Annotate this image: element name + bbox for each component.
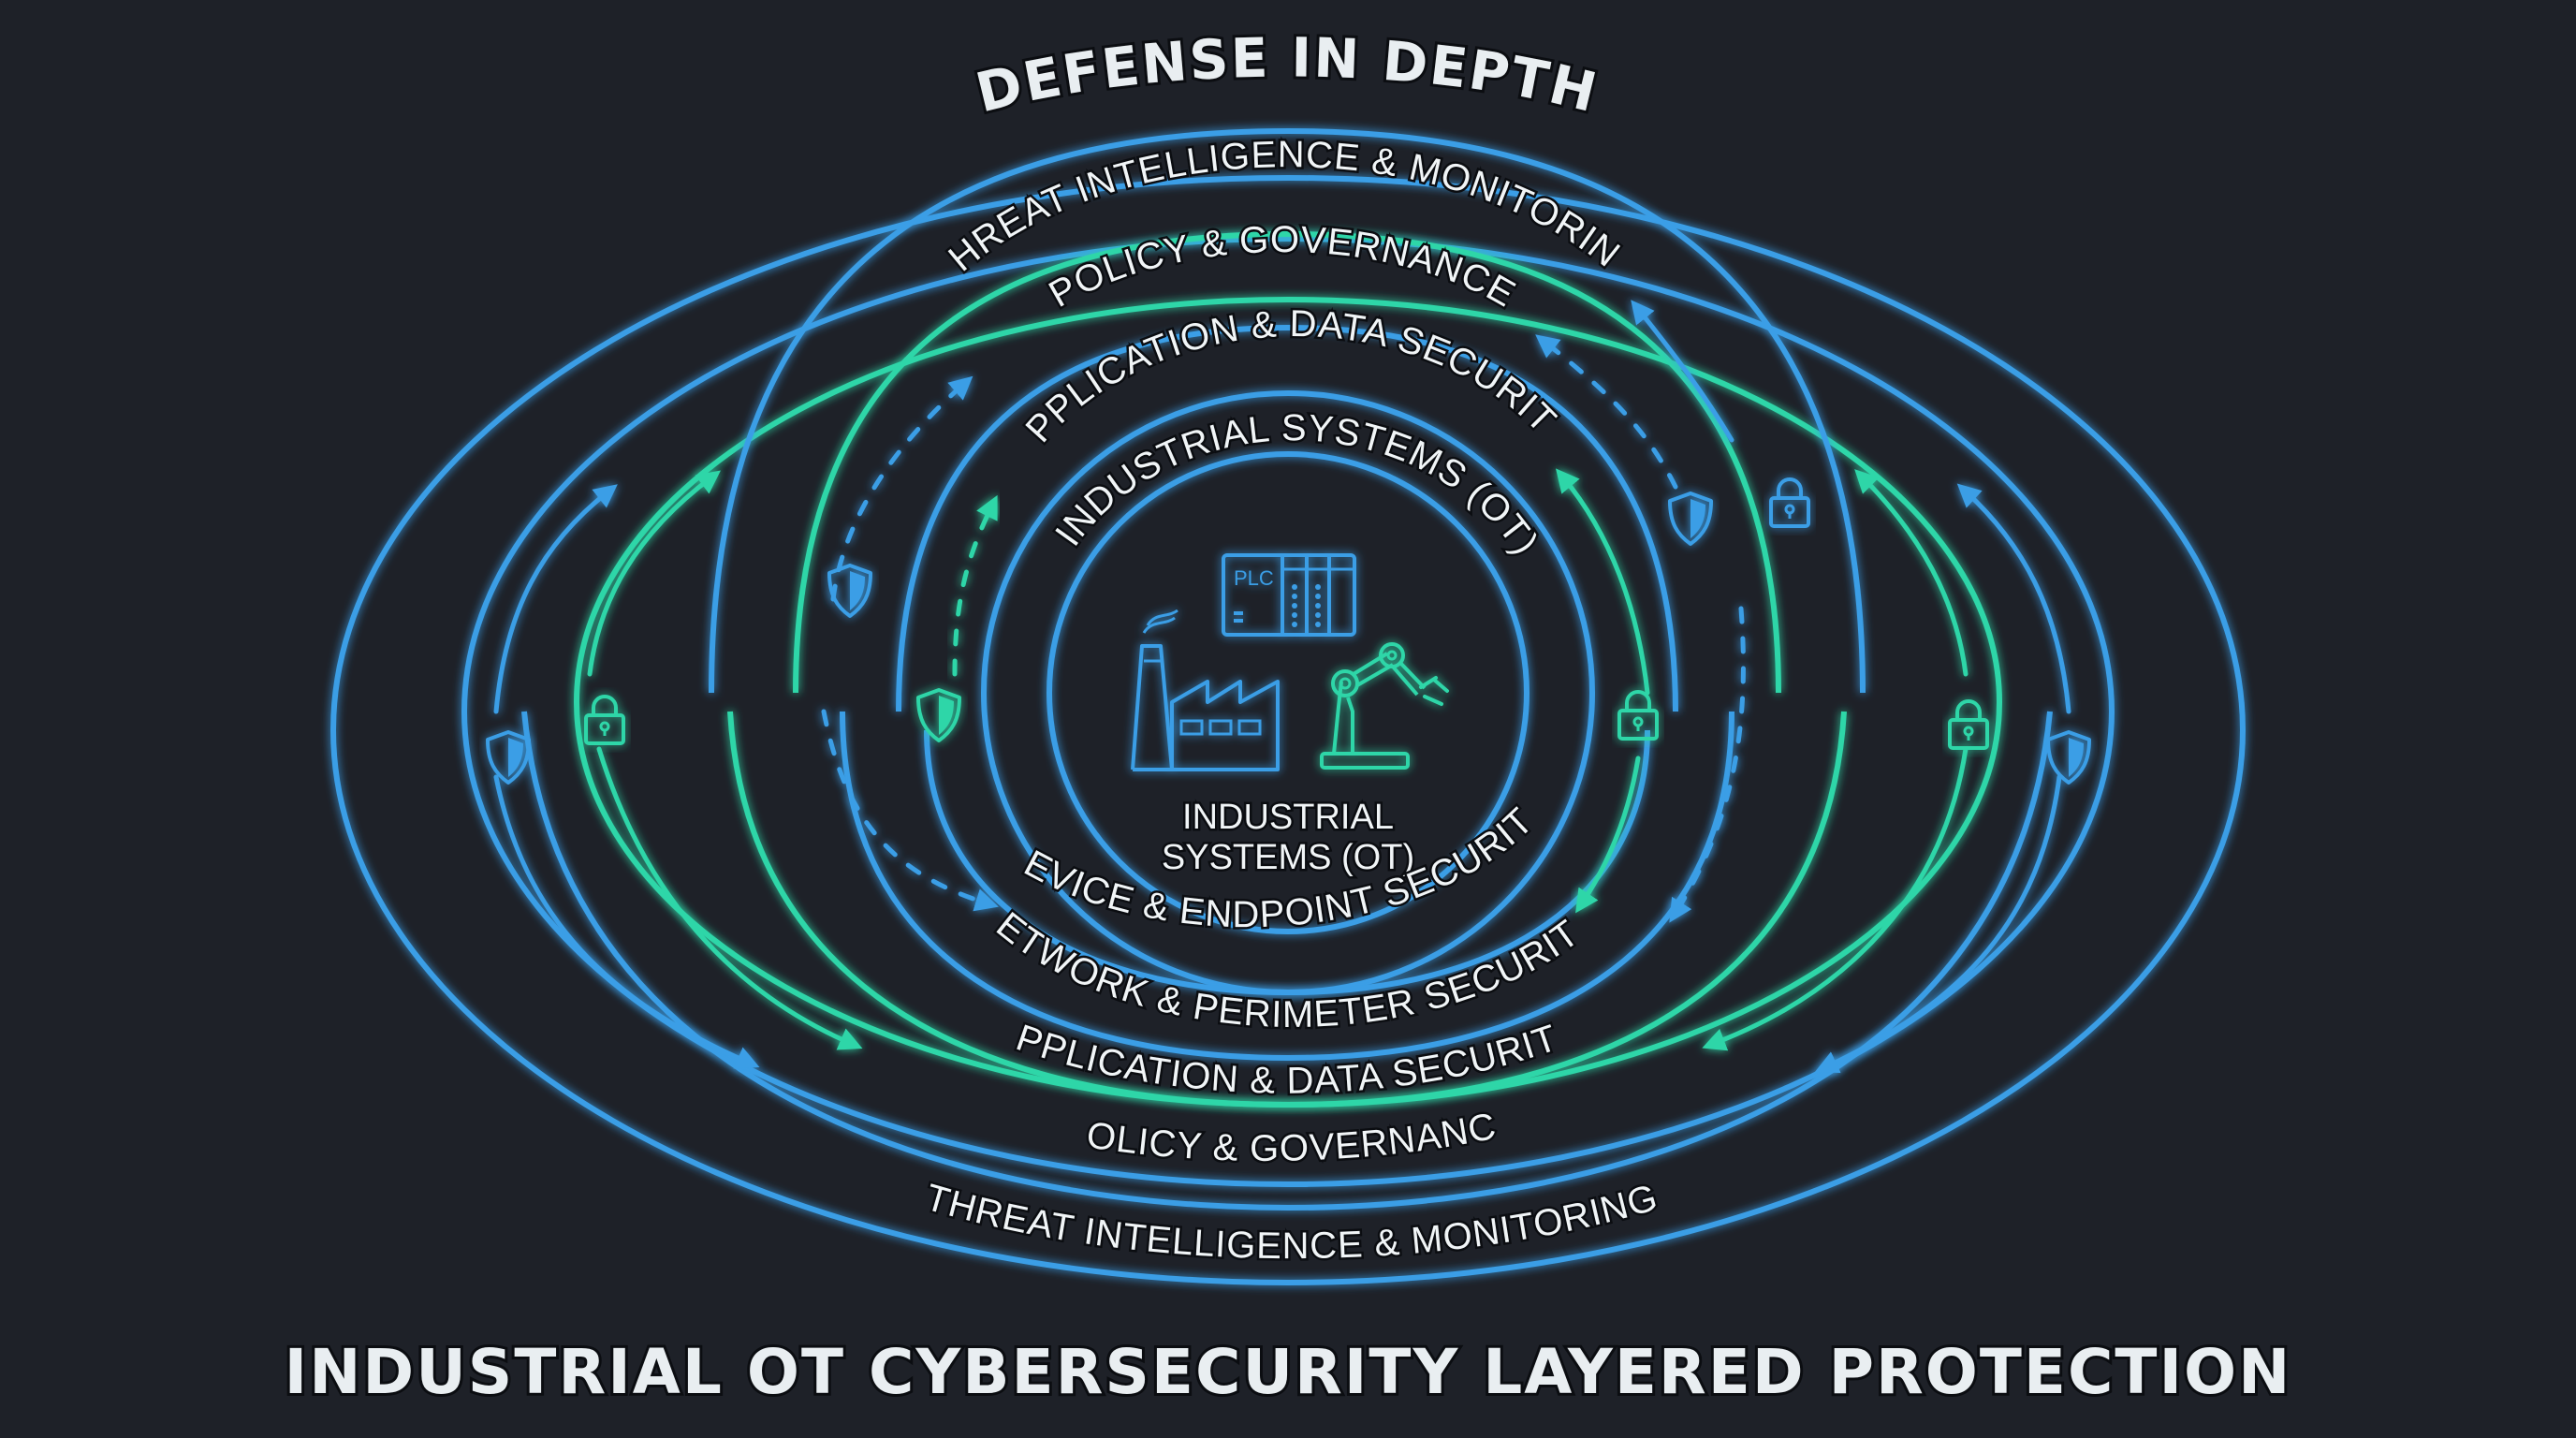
ring-outer-threat — [330, 175, 2246, 1285]
flow-arrow-right-green — [1854, 469, 1969, 677]
flow-arrow-right-outer — [1956, 483, 2071, 714]
flow-arrow-right-down-green — [1702, 746, 1969, 1051]
rings — [330, 127, 2246, 1285]
flow-arrow-right-down-dashed — [1669, 606, 1746, 923]
ring-app-bottom — [727, 711, 1847, 1108]
ring-dome-green — [793, 230, 1781, 694]
flow-arrow-left-down-outer — [493, 774, 760, 1069]
footer-title: INDUSTRIAL OT CYBERSECURITY LAYERED PROT… — [285, 1336, 2292, 1408]
ring-dome-outer — [709, 127, 1866, 694]
flow-arrow-left-outer — [493, 484, 618, 714]
flow-arrow-left-green — [587, 470, 721, 677]
ring-core — [1046, 451, 1530, 934]
ring-policy — [461, 236, 2115, 1187]
flow-arrow-right-down-green-inner — [1575, 756, 1641, 914]
ring-policy-bottom — [521, 711, 2053, 1211]
core-icons: PLC — [1131, 553, 1449, 771]
flow-arrow-right-down-outer — [1814, 774, 2062, 1074]
flow-arrow-left-down-green — [596, 746, 863, 1050]
flow-arrow-right-inner — [1631, 300, 1734, 443]
flow-arrow-left-down-dashed — [821, 709, 999, 912]
core-label-line2: SYSTEMS (OT) — [1162, 838, 1414, 877]
flow-arrow-right-green-inner — [1556, 468, 1650, 696]
robot-arm-icon — [1320, 642, 1449, 770]
ring-dome-app — [896, 324, 1678, 712]
core-label-line1: INDUSTRIAL — [1182, 798, 1394, 837]
flow-arrow-right-dashed — [1535, 334, 1678, 490]
flow-arrow-left-dashed-green — [952, 494, 998, 677]
plc-label: PLC — [1234, 566, 1274, 590]
plc-icon: PLC — [1222, 553, 1356, 637]
flow-arrows — [493, 300, 2071, 1074]
factory-icon — [1131, 609, 1280, 771]
